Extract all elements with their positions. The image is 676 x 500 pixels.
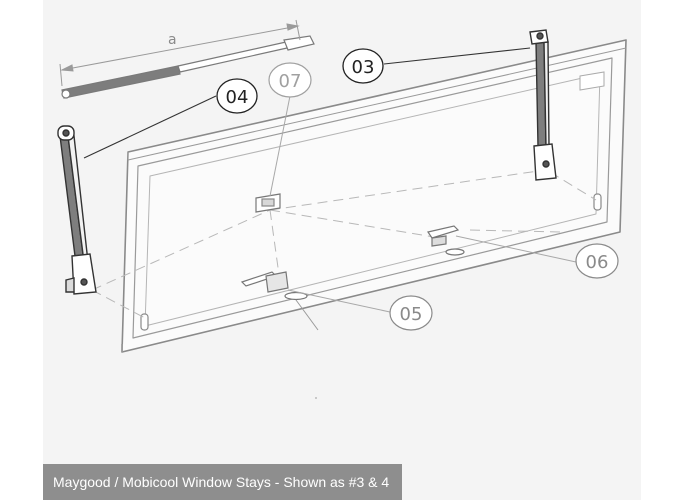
dimension-line	[59, 19, 301, 87]
leader-lines-light	[269, 95, 577, 313]
callout-07-label: 07	[279, 71, 302, 92]
callout-05-label: 05	[400, 304, 423, 325]
catch-left	[140, 313, 149, 331]
stray-dot	[315, 397, 317, 399]
item-05-leader-down	[295, 299, 319, 331]
callout-04: 04	[216, 78, 258, 114]
dimension-label: a	[168, 32, 177, 48]
callout-05: 05	[389, 295, 433, 331]
item-04-window-stay	[57, 125, 97, 295]
gas-strut-dimensioned	[61, 35, 315, 99]
leader-lines	[83, 47, 531, 159]
item-05-latch	[240, 271, 308, 301]
image-caption: Maygood / Mobicool Window Stays - Shown …	[43, 464, 402, 500]
callout-04-label: 04	[226, 87, 249, 108]
item-06-latch	[427, 225, 465, 256]
callout-06-label: 06	[586, 252, 609, 273]
callout-03-label: 03	[352, 57, 375, 78]
window-frame	[121, 39, 627, 353]
frame-label-plate	[579, 71, 605, 91]
callout-06: 06	[575, 243, 619, 279]
callout-07: 07	[268, 62, 312, 98]
catch-right	[593, 193, 602, 211]
construction-lines	[91, 169, 597, 319]
item-03-window-stay	[529, 29, 557, 181]
item-07-plate	[255, 193, 281, 213]
callout-03: 03	[342, 48, 384, 84]
